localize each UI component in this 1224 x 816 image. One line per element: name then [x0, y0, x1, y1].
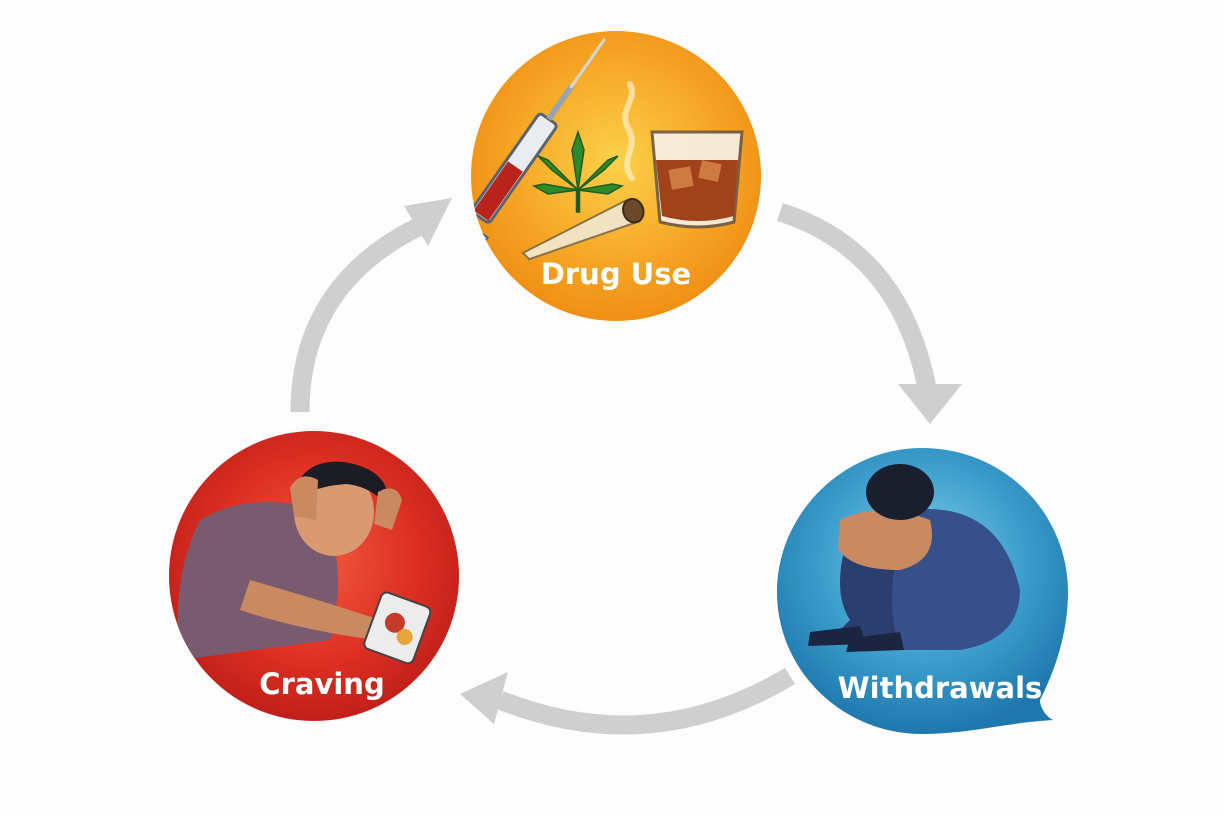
node-label-withdrawals: Withdrawals	[838, 671, 1043, 705]
figure-hands-on-head	[290, 476, 402, 530]
arrow-drug-use-to-withdrawals	[777, 202, 937, 390]
arrow-craving-to-drug-use	[290, 217, 425, 413]
withdrawals-illustration	[808, 464, 1020, 652]
figure-hair	[292, 461, 389, 506]
figure-arms	[838, 510, 932, 570]
whiskey-glass-icon	[650, 130, 744, 229]
node-craving: Craving	[169, 431, 459, 721]
arrow-head-withdrawals	[898, 384, 962, 424]
cannabis-leaf-icon	[531, 129, 625, 213]
phone-icon	[363, 591, 432, 665]
joint-icon	[521, 197, 645, 261]
cycle-arrows	[290, 198, 962, 735]
figure-arm	[240, 580, 380, 640]
node-label-drug-use: Drug Use	[541, 257, 691, 291]
arrow-withdrawals-to-craving	[496, 667, 795, 735]
smoke-wisp	[622, 81, 635, 181]
arrow-head-drug-use	[404, 198, 452, 246]
craving-illustration	[177, 461, 432, 665]
drug-use-illustration	[471, 37, 744, 261]
node-label-craving: Craving	[259, 667, 384, 701]
arrow-head-craving	[460, 672, 508, 724]
node-withdrawals: Withdrawals	[777, 448, 1068, 734]
node-drug-use: Drug Use	[471, 31, 761, 321]
figure-head	[866, 464, 934, 520]
figure-shoes	[808, 626, 904, 652]
